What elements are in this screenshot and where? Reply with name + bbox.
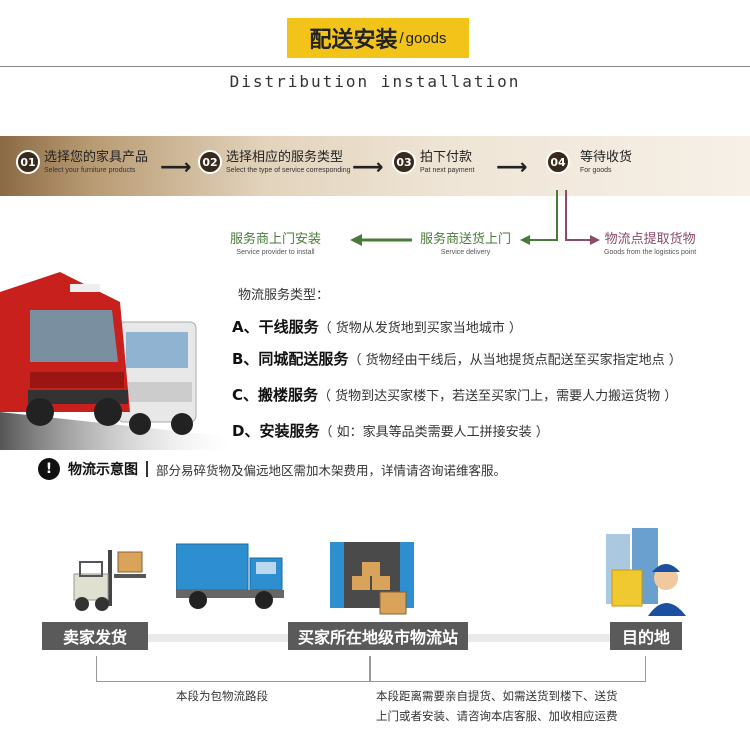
service-item-b: B、同城配送服务（ 货物经由干线后，从当地提货点配送至买家指定地点 ） bbox=[232, 348, 682, 369]
notice-text: 部分易碎货物及偏远地区需加木架费用，详情请咨询诺维客服。 bbox=[156, 462, 507, 478]
arrow-right-icon: ⟶ bbox=[160, 155, 192, 180]
service-item-d: D、安装服务（ 如：家具等品类需要人工拼接安装 ） bbox=[232, 420, 549, 441]
trucks-illustration bbox=[0, 262, 230, 450]
service-item-a: A、干线服务（ 货物从发货地到买家当地城市 ） bbox=[232, 316, 522, 337]
delivery-truck-icon bbox=[176, 543, 284, 609]
step-sublabel: Pat next payment bbox=[420, 167, 475, 174]
left-bracket bbox=[96, 656, 370, 682]
step-4: 04 等待收货 For goods bbox=[546, 150, 632, 176]
pickup-sublabel: Goods from the logistics point bbox=[604, 249, 697, 256]
services-title: 物流服务类型： bbox=[238, 288, 330, 303]
right-bracket bbox=[370, 656, 646, 682]
destination-label: 目的地 bbox=[610, 622, 682, 650]
truck-icon bbox=[0, 272, 230, 450]
pickup-option: 物流点提取货物 Goods from the logistics point bbox=[604, 232, 696, 258]
delivery-sublabel: Service delivery bbox=[440, 249, 491, 256]
note-left: 本段为包物流路段 bbox=[176, 689, 268, 703]
step-3: 03 拍下付款 Pat next payment bbox=[392, 150, 474, 176]
title-cn: 配送安装 bbox=[309, 28, 398, 53]
service-desc: （ 如：家具等品类需要人工拼接安装 ） bbox=[319, 425, 549, 440]
service-label: A、干线服务 bbox=[232, 318, 319, 336]
arrow-right-icon: ⟶ bbox=[352, 155, 384, 180]
seller-label: 卖家发货 bbox=[42, 622, 148, 650]
step-label: 选择您的家具产品 bbox=[44, 150, 149, 165]
forklift-icon bbox=[73, 550, 146, 611]
step-sublabel: Select your furniture products bbox=[44, 167, 136, 174]
pickup-label: 物流点提取货物 bbox=[604, 232, 696, 247]
title-box: 配送安装 / goods bbox=[287, 18, 469, 58]
step-label: 拍下付款 bbox=[420, 150, 473, 165]
delivery-label: 服务商送货上门 bbox=[420, 232, 512, 247]
service-desc: （ 货物经由干线后，从当地提货点配送至买家指定地点 ） bbox=[348, 353, 682, 368]
step-sublabel: For goods bbox=[580, 167, 612, 174]
step-2: 02 选择相应的服务类型 Select the type of service … bbox=[198, 150, 351, 176]
step-1: 01 选择您的家具产品 Select your furniture produc… bbox=[16, 150, 148, 176]
notice-title: 物流示意图 bbox=[68, 462, 138, 478]
step-number: 02 bbox=[198, 150, 222, 174]
destination-icon bbox=[606, 528, 686, 616]
warehouse-icon bbox=[330, 542, 414, 615]
step-number: 04 bbox=[546, 150, 570, 174]
station-label: 买家所在地级市物流站 bbox=[288, 622, 468, 650]
step-sublabel: Select the type of service corresponding bbox=[226, 167, 351, 174]
arrow-right-icon: ⟶ bbox=[496, 155, 528, 180]
step-label: 等待收货 bbox=[580, 150, 633, 165]
title-en: goods bbox=[405, 29, 447, 47]
arrow-right-icon bbox=[590, 235, 600, 245]
logistics-notice: ! 物流示意图 部分易碎货物及偏远地区需加木架费用，详情请咨询诺维客服。 bbox=[38, 458, 506, 480]
service-item-c: C、搬楼服务（ 货物到达买家楼下，若送至买家门上，需要人力搬运货物 ） bbox=[232, 384, 677, 405]
service-label: D、安装服务 bbox=[232, 422, 320, 440]
note-right-line2: 上门或者安装、请咨询本店客服、加收相应运费 bbox=[376, 709, 618, 723]
install-option: 服务商上门安装 Service provider to install bbox=[230, 232, 321, 258]
step-number: 01 bbox=[16, 150, 40, 174]
steps-band bbox=[0, 136, 750, 196]
delivery-option: 服务商送货上门 Service delivery bbox=[420, 232, 511, 258]
arrow-left-icon bbox=[350, 234, 362, 246]
notice-divider bbox=[146, 461, 148, 477]
service-desc: （ 货物到达买家楼下，若送至买家门上，需要人力搬运货物 ） bbox=[318, 389, 678, 404]
title-separator: / bbox=[399, 29, 404, 47]
service-label: B、同城配送服务 bbox=[232, 350, 349, 368]
install-sublabel: Service provider to install bbox=[236, 249, 315, 256]
exclamation-icon: ! bbox=[38, 458, 60, 480]
install-label: 服务商上门安装 bbox=[230, 232, 322, 247]
title-divider bbox=[0, 66, 750, 67]
step-label: 选择相应的服务类型 bbox=[226, 150, 344, 165]
service-desc: （ 货物从发货地到买家当地城市 ） bbox=[318, 321, 522, 336]
step-number: 03 bbox=[392, 150, 416, 174]
subtitle: Distribution installation bbox=[229, 72, 521, 91]
arrow-left-icon bbox=[520, 235, 530, 245]
note-right-line1: 本段距离需要亲自提货、如需送货到楼下、送货 bbox=[376, 689, 618, 703]
service-label: C、搬楼服务 bbox=[232, 386, 319, 404]
